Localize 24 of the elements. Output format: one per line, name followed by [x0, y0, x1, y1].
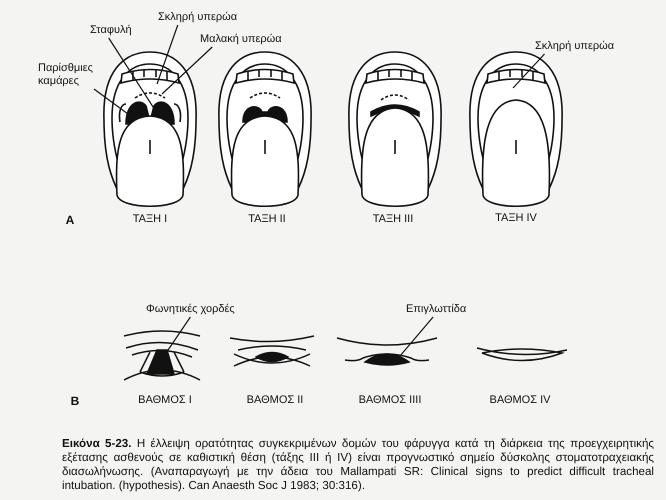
class-label: ΒΑΘΜΟΣ I: [138, 394, 192, 406]
leader-line: [512, 54, 545, 88]
panel-letter: B: [70, 394, 80, 408]
part-label: Φωνητικές χορδές: [146, 303, 235, 316]
figure-caption: Εικόνα 5-23. Η έλλειψη ορατότητας συγκεκριμένων δομών του φάρυγγα κατά τη διάρκεια της προεγχειρητικής εξέτασης ασθενούς σε καθιστική θέση (τάξης III ή IV) είναι προγνωστικό σημείο δύσκολης στοματοτραχειακής διασωλήνωσης. (Αναπαραγωγή με την άδεια του Mallampati SR: Clinical signs to predict difficult tracheal intubation. (hypothesis). Can Anaesth Soc J 1983; 30:316).: [62, 437, 654, 493]
part-label: Σταφυλή: [90, 24, 132, 37]
leader-line: [108, 38, 156, 110]
leader-line: [94, 88, 128, 114]
part-label: Μαλακή υπερώα: [200, 33, 282, 46]
class-label: ΤΑΞΗ III: [372, 213, 414, 225]
class-label: ΒΑΘΜΟΣ IV: [490, 394, 550, 406]
leader-line: [162, 46, 213, 94]
class-label: ΤΑΞΗ I: [132, 213, 168, 225]
class-label: ΒΑΘΜΟΣ II: [246, 394, 304, 406]
class-label: ΤΑΞΗ IV: [495, 212, 537, 224]
panel-letter: A: [66, 213, 74, 227]
class-label: ΤΑΞΗ II: [248, 213, 286, 225]
class-label: ΒΑΘΜΟΣ IIII: [358, 394, 422, 406]
part-label: Σκληρή υπερώα: [535, 40, 614, 53]
part-label: Επιγλωττίδα: [406, 303, 466, 316]
leader-line: [400, 316, 434, 356]
leader-line: [156, 24, 178, 84]
part-label: Παρίσθμιες καμάρες: [38, 62, 108, 88]
part-label: Σκληρή υπερώα: [158, 11, 238, 24]
